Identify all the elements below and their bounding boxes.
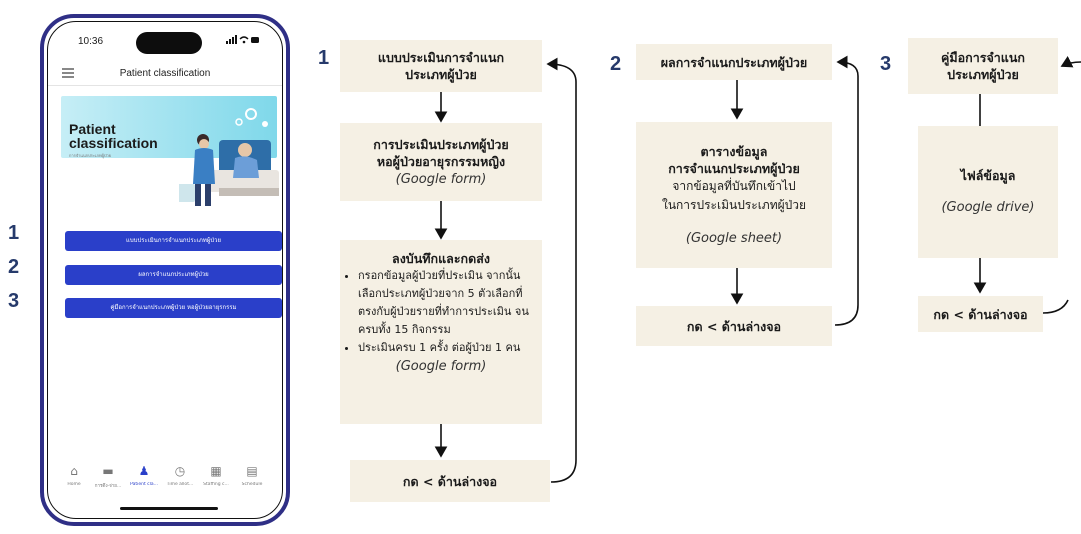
signal-wifi-battery-icon (226, 35, 260, 48)
assessment-button[interactable]: แบบประเมินการจำแนกประเภทผู้ป่วย (65, 231, 282, 251)
flow3-drive-note: (Google drive) (941, 200, 1035, 215)
flow3-start-box: คู่มือการจำแนก ประเภทผู้ป่วย (908, 38, 1058, 94)
flow3-start-line2: ประเภทผู้ป่วย (947, 67, 1019, 82)
calculator-icon: ▦ (210, 464, 222, 478)
flow3-back-label: กด < ด้านล่างจอ (933, 306, 1028, 322)
home-icon: ⌂ (70, 464, 78, 478)
flow3-drive-label: ไฟล์ข้อมูล (960, 168, 1016, 183)
side-number-3: 3 (8, 290, 20, 312)
side-number-2: 2 (8, 256, 20, 278)
flow2-sheet-box: ตารางข้อมูล การจำแนกประเภทผู้ป่วย จากข้อ… (636, 122, 832, 268)
flow1-submit-bullet1: กรอกข้อมูลผู้ป่วยที่ประเมิน จากนั้นเลือก… (358, 267, 538, 339)
bottom-tab-bar: ⌂ Home ▬ การดึง-จ่าย... ♟ Patient cla...… (48, 464, 282, 498)
column-number-2: 2 (610, 53, 622, 75)
dynamic-island (136, 32, 202, 54)
hamburger-menu-icon[interactable] (62, 68, 74, 78)
tab-staffing[interactable]: ▦ Staffing c... (198, 464, 234, 487)
flow2-sheet-line4: ในการประเมินประเภทผู้ป่วย (661, 197, 807, 212)
home-indicator (120, 507, 218, 510)
flow2-back-box: กด < ด้านล่างจอ (636, 306, 832, 346)
flow3-back-box: กด < ด้านล่างจอ (918, 296, 1043, 332)
flow1-form-note: (Google form) (395, 171, 487, 187)
flow2-back-label: กด < ด้านล่างจอ (686, 318, 782, 334)
flow1-start-box: แบบประเมินการจำแนก ประเภทผู้ป่วย (340, 40, 542, 92)
flow1-form-box: การประเมินประเภทผู้ป่วย หอผู้ป่วยอายุรกร… (340, 123, 542, 201)
flow2-sheet-line3: จากข้อมูลที่บันทึกเข้าไป (672, 178, 796, 193)
flow2-sheet-note: (Google sheet) (685, 230, 783, 246)
flow1-back-label: กด < ด้านล่างจอ (402, 473, 498, 489)
tab-transfer[interactable]: ▬ การดึง-จ่าย... (90, 464, 126, 489)
status-time: 10:36 (78, 36, 104, 47)
flow2-start-box: ผลการจำแนกประเภทผู้ป่วย (636, 44, 832, 80)
flow2-sheet-line2: การจำแนกประเภทผู้ป่วย (668, 160, 800, 176)
flow1-form-line2: หอผู้ป่วยอายุรกรรมหญิง (376, 153, 506, 169)
hero-subtitle: การจำแนกประเภทผู้ป่วย (69, 153, 112, 158)
flow1-form-line1: การประเมินประเภทผู้ป่วย (373, 136, 509, 152)
flow1-submit-bullets: กรอกข้อมูลผู้ป่วยที่ประเมิน จากนั้นเลือก… (340, 267, 542, 357)
nurse-patient-illustration (179, 108, 279, 206)
tab-patient-classification[interactable]: ♟ Patient cla... (126, 464, 162, 487)
flow1-start-line2: ประเภทผู้ป่วย (405, 67, 477, 82)
manual-button[interactable]: คู่มือการจำแนกประเภทผู้ป่วย หอผู้ป่วยอาย… (65, 298, 282, 318)
app-header: Patient classification (48, 62, 282, 86)
flow3-drive-box: ไฟล์ข้อมูล (Google drive) (918, 126, 1058, 258)
nurse-icon: ♟ (138, 464, 150, 478)
status-bar: 10:36 (48, 30, 282, 54)
flow2-sheet-line1: ตารางข้อมูล (700, 143, 768, 159)
document-icon: ▤ (246, 464, 258, 478)
tab-time-allot[interactable]: ◷ Time allot... (162, 464, 198, 487)
tab-home[interactable]: ⌂ Home (56, 464, 92, 487)
bed-icon: ▬ (102, 464, 114, 478)
clock-icon: ◷ (174, 464, 186, 478)
results-button[interactable]: ผลการจำแนกประเภทผู้ป่วย (65, 265, 282, 285)
column-number-3: 3 (880, 53, 892, 75)
page-title: Patient classification (119, 68, 211, 79)
side-number-1: 1 (8, 222, 20, 244)
flow1-submit-note: (Google form) (395, 359, 487, 374)
flow1-submit-box: ลงบันทึกและกดส่ง กรอกข้อมูลผู้ป่วยที่ประ… (340, 240, 542, 424)
flow1-submit-title: ลงบันทึกและกดส่ง (392, 251, 490, 266)
flow1-back-box: กด < ด้านล่างจอ (350, 460, 550, 502)
column-number-1: 1 (318, 47, 330, 69)
tab-schedule[interactable]: ▤ Schedule (234, 464, 270, 487)
flow1-submit-bullet2: ประเมินครบ 1 ครั้ง ต่อผู้ป่วย 1 คน (358, 339, 538, 357)
flow2-start-label: ผลการจำแนกประเภทผู้ป่วย (660, 54, 808, 70)
flow3-start-line1: คู่มือการจำแนก (941, 50, 1025, 65)
flow1-start-line1: แบบประเมินการจำแนก (377, 50, 505, 65)
